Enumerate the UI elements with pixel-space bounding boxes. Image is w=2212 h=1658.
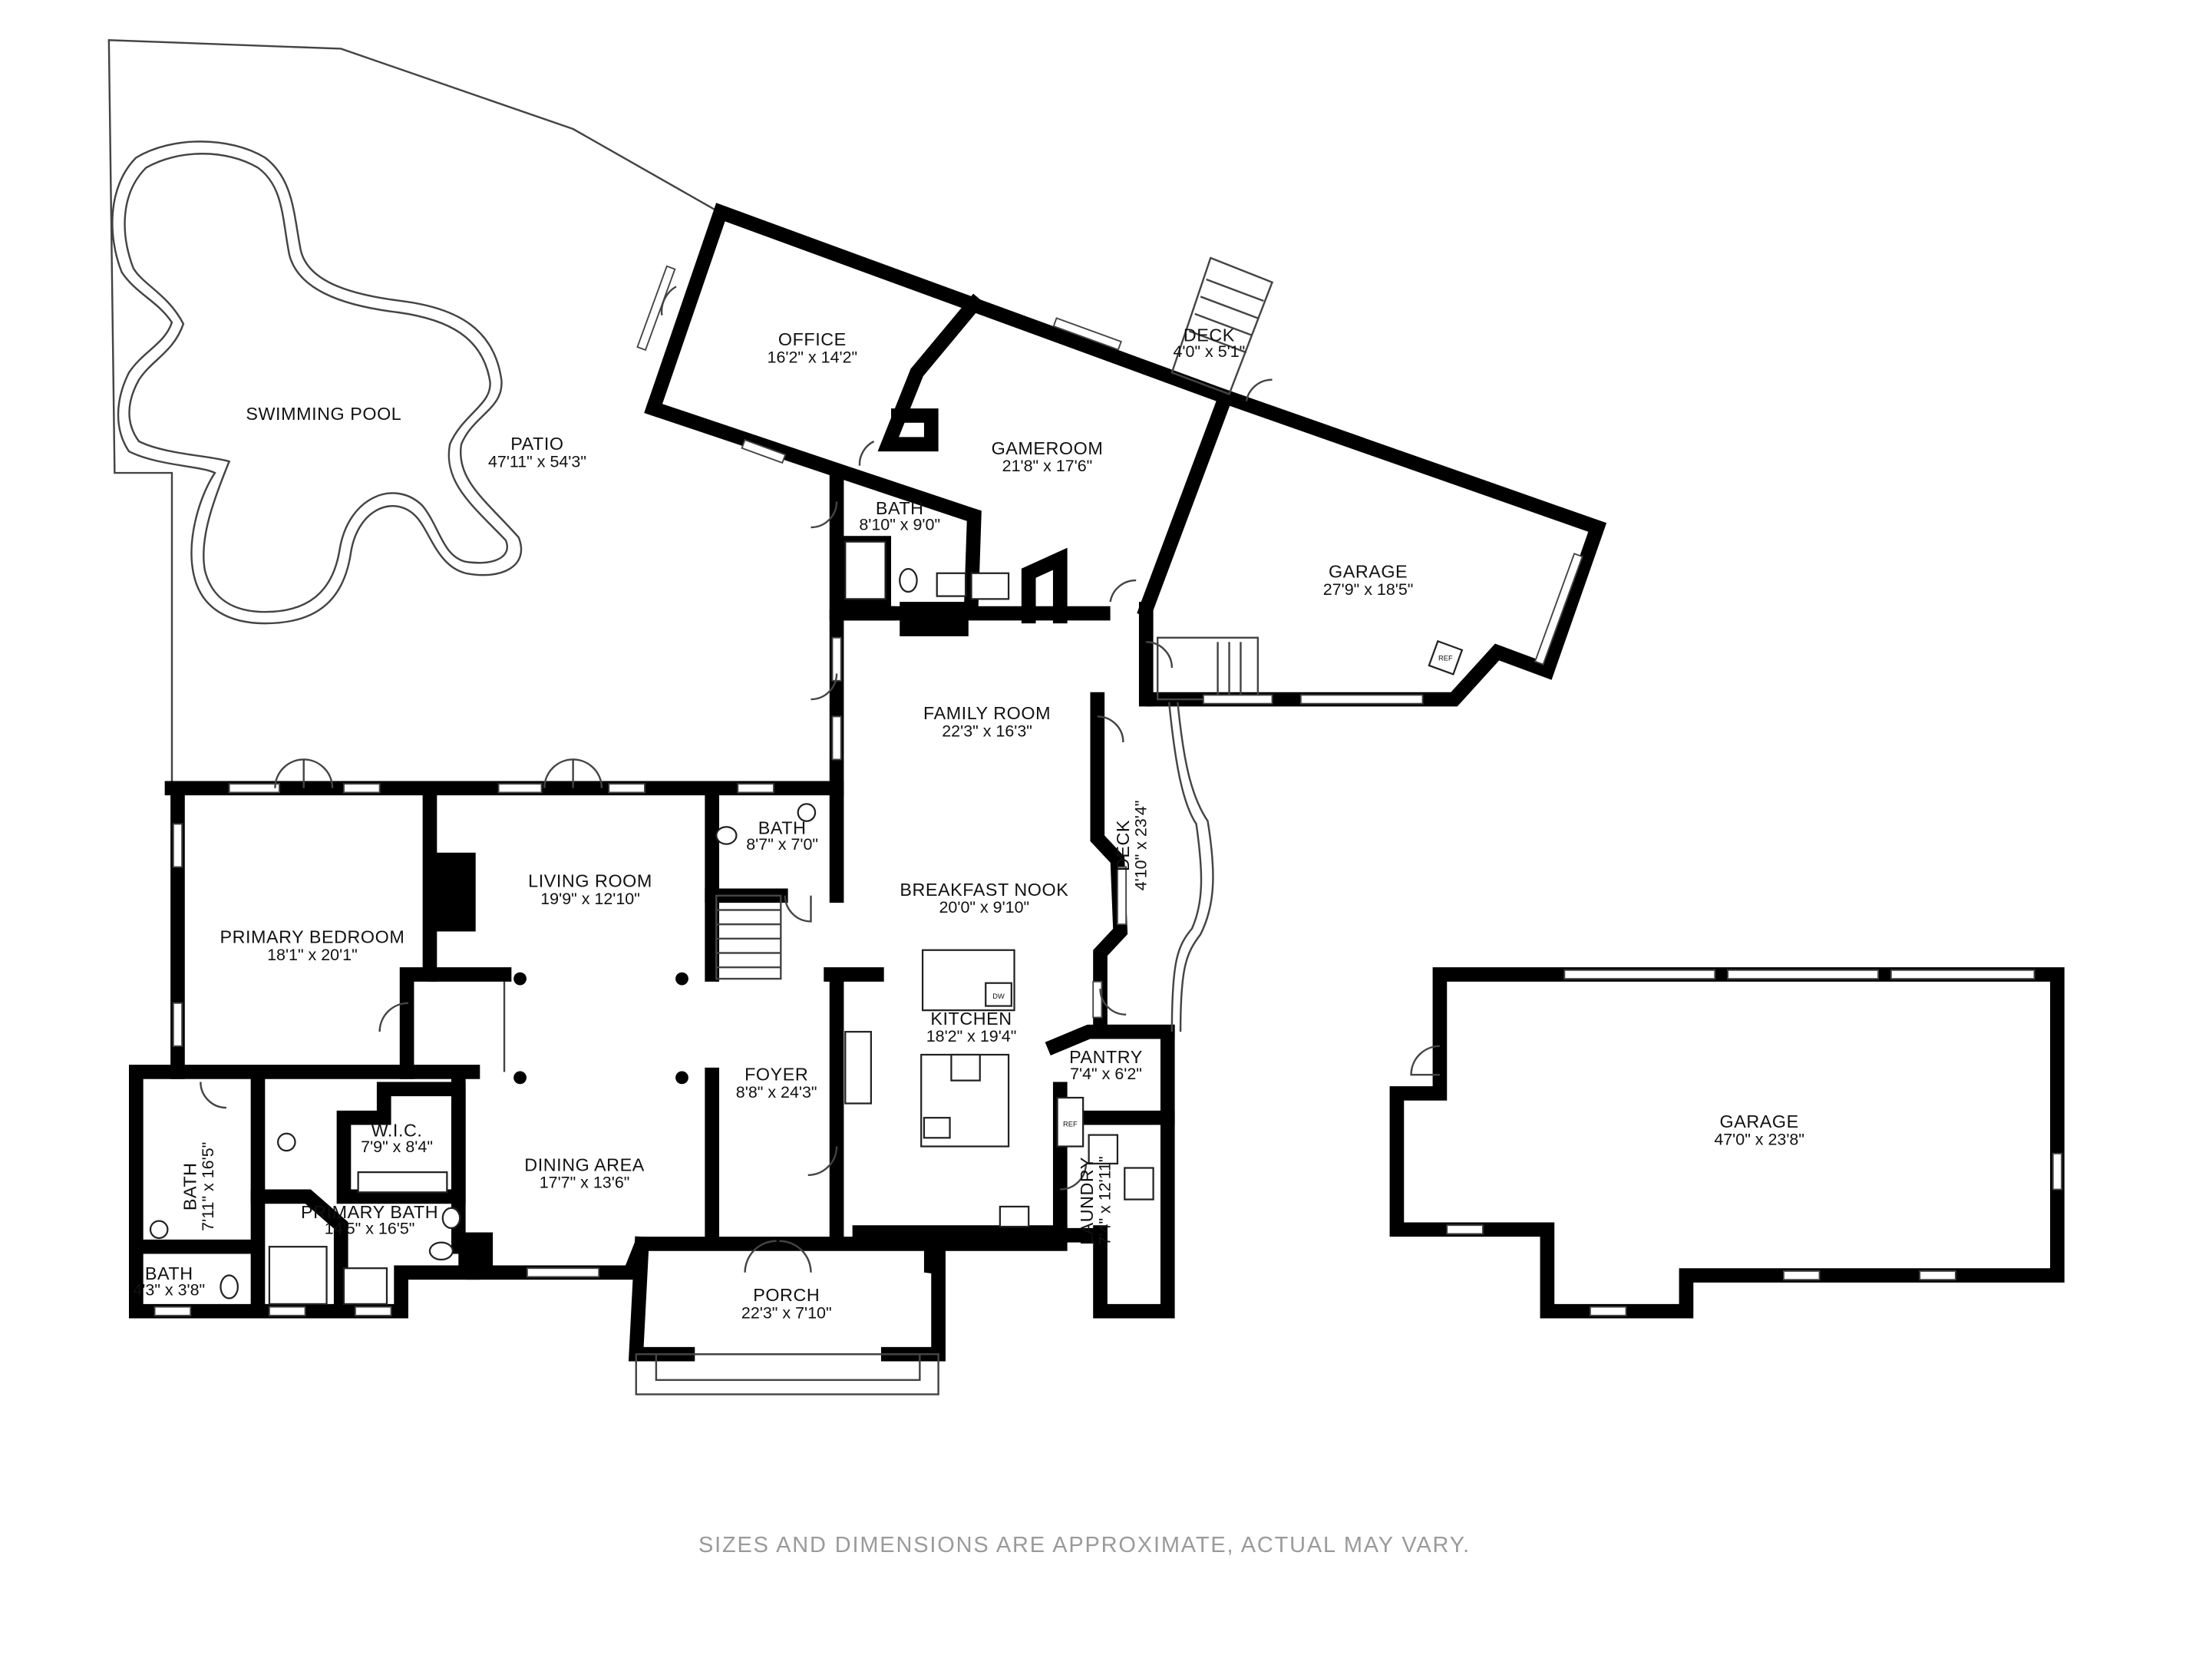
foyer-label: FOYER (744, 1065, 808, 1085)
kitchen-size: 18'2" x 19'4" (926, 1027, 1017, 1045)
disclaimer-text: SIZES AND DIMENSIONS ARE APPROXIMATE, AC… (698, 1533, 1471, 1557)
garage-attached-label: GARAGE (1329, 561, 1408, 581)
bath-half-label: BATH (758, 818, 807, 838)
dishwasher-tag: DW (992, 992, 1005, 1000)
deck-stairs (1170, 256, 1274, 395)
garage-detached-size: 47'0" x 23'8" (1714, 1131, 1804, 1149)
garage-attached-size: 27'9" x 18'5" (1323, 580, 1414, 599)
breakfast-nook-label: BREAKFAST NOOK (900, 880, 1068, 900)
porch-label: PORCH (753, 1285, 820, 1305)
porch-size: 22'3" x 7'10" (741, 1304, 832, 1323)
bath-upper-label: BATH (876, 498, 924, 518)
patio-size: 47'11" x 54'3" (488, 453, 586, 471)
dining-area-size: 17'7" x 13'6" (540, 1174, 630, 1192)
primary-bath-label: PRIMARY BATH (301, 1202, 438, 1222)
windows (154, 265, 1583, 1316)
wic-size: 7'9" x 8'4" (361, 1138, 433, 1156)
family-room-label: FAMILY ROOM (923, 703, 1051, 723)
patio-label: PATIO (510, 434, 563, 454)
primary-bedroom-label: PRIMARY BEDROOM (220, 926, 404, 946)
deck-top-size: 4'0" x 5'1" (1173, 342, 1245, 361)
interior-stairs (715, 894, 782, 980)
laundry-label: LAUNDRY (1077, 1157, 1097, 1245)
bath-left-size: 7'11" x 16'5" (199, 1142, 217, 1231)
pantry-label: PANTRY (1069, 1047, 1143, 1067)
family-room-size: 22'3" x 16'3" (942, 722, 1032, 741)
fixtures (149, 540, 1464, 1305)
side-deck (1156, 636, 1260, 1032)
laundry-size: 7'4" x 12'11" (1096, 1156, 1114, 1245)
gameroom-size: 21'8" x 17'6" (1002, 457, 1093, 475)
doors (200, 286, 1273, 1273)
office-label: OFFICE (778, 329, 847, 349)
bath-left-label: BATH (180, 1162, 200, 1210)
columns (503, 972, 688, 1085)
porch-steps (635, 1353, 939, 1395)
primary-bath-size: 14'5" x 16'5" (325, 1219, 415, 1237)
living-room-size: 19'9" x 12'10" (540, 890, 640, 908)
deck-side-label: DECK (1113, 820, 1133, 871)
garage-fridge-tag: REF (1438, 655, 1453, 662)
detached-garage (1389, 967, 2065, 1319)
room-labels: SWIMMING POOL PATIO 47'11" x 54'3" OFFIC… (133, 325, 1804, 1322)
garage-detached-label: GARAGE (1720, 1111, 1799, 1131)
patio-outline (107, 39, 720, 786)
kitchen-label: KITCHEN (930, 1009, 1012, 1029)
bath-upper-size: 8'10" x 9'0" (859, 516, 940, 534)
breakfast-nook-size: 20'0" x 9'10" (939, 898, 1030, 917)
swimming-pool-label: SWIMMING POOL (246, 404, 401, 424)
wic-label: W.I.C. (371, 1120, 423, 1140)
primary-bedroom-size: 18'1" x 20'1" (267, 946, 358, 964)
deck-top-label: DECK (1184, 325, 1235, 345)
pantry-size: 7'4" x 6'2" (1070, 1065, 1142, 1083)
gameroom-label: GAMEROOM (992, 438, 1104, 458)
bath-half-size: 8'7" x 7'0" (746, 835, 818, 854)
bath-small-label: BATH (145, 1263, 193, 1283)
foyer-size: 8'8" x 24'3" (736, 1083, 817, 1101)
bath-small-size: 4'3" x 3'8" (133, 1281, 205, 1300)
swimming-pool (111, 140, 523, 625)
refrigerator-tag: REF (1063, 1120, 1078, 1128)
living-room-label: LIVING ROOM (528, 871, 652, 891)
office-size: 16'2" x 14'2" (768, 348, 858, 366)
deck-side-size: 4'10" x 23'4" (1131, 801, 1150, 891)
appliance-tags: DW REF REF (992, 655, 1453, 1128)
dining-area-label: DINING AREA (524, 1154, 645, 1174)
